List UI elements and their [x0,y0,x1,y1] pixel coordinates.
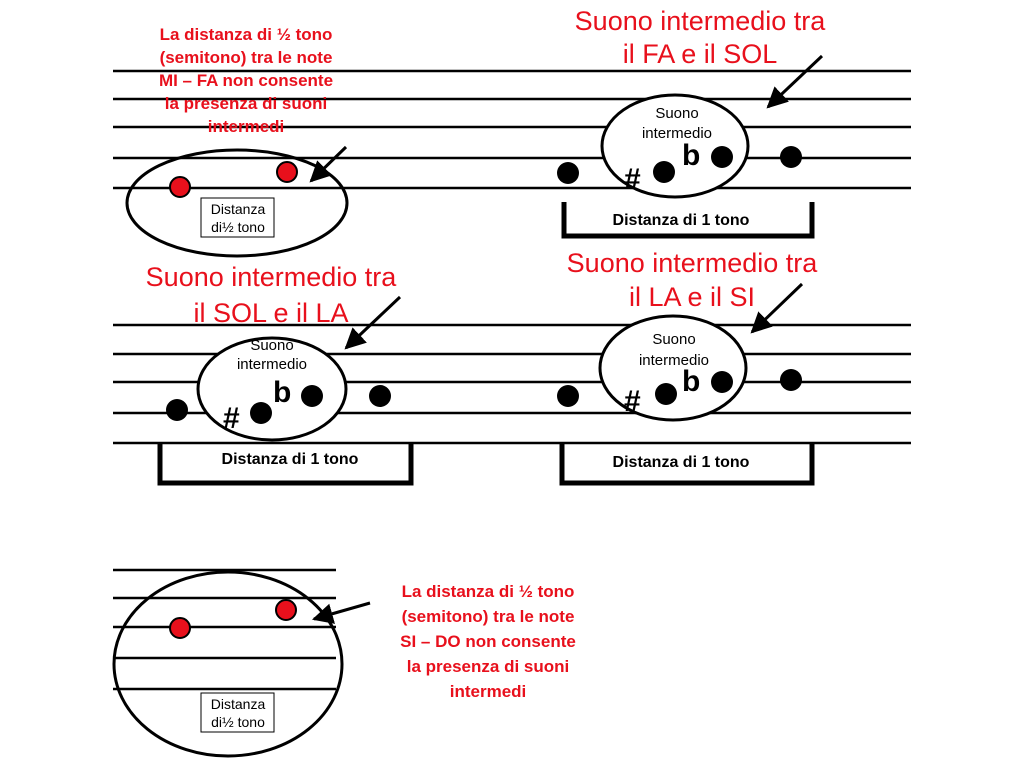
section-title: il SOL e il LA [193,298,348,328]
sharp-symbol: # [624,163,641,196]
section-title: Suono intermedio tra [567,248,819,278]
section-title: Suono intermedio tra [575,6,827,36]
circle-label: intermedio [642,125,712,142]
note-fa [276,161,298,183]
tone-bracket [559,444,815,486]
semitone-note-line: intermedi [208,117,285,136]
circle-label: intermedio [639,352,709,369]
circle-label: intermedio [237,356,307,373]
intermediate-circle [196,336,348,442]
arrow [344,295,402,350]
semitone-note-line: La distanza di ½ tono [402,582,575,601]
note [301,385,323,407]
semitone-note-line: intermedi [450,682,527,701]
distance-box-line: di½ tono [211,714,265,730]
note [369,385,391,407]
section-title: Suono intermedio tra [146,262,398,292]
distance-box [200,692,275,733]
note [780,146,802,168]
semitone-note-line: (semitono) tra le note [160,48,333,67]
section-title: il LA e il SI [629,282,755,312]
tone-bracket [561,202,815,239]
distance-box-line: Distanza [211,696,266,712]
circle-label: Suono [652,331,695,348]
semitone-note-line: MI – FA non consente [159,71,333,90]
flat-symbol: b [682,139,700,172]
note-si [169,617,191,639]
note [711,146,733,168]
sharp-symbol: # [223,402,240,435]
distance-box [200,197,275,238]
semitone-circle [125,148,349,258]
intermediate-circle [600,93,750,199]
sharp-symbol: # [624,385,641,418]
bracket-label: Distanza di 1 tono [613,454,750,471]
note [653,161,675,183]
note [655,383,677,405]
circle-label: Suono [250,337,293,354]
arrow [311,601,371,624]
note-do [275,599,297,621]
note-mi [169,176,191,198]
note [166,399,188,421]
bottom-staff [113,568,336,691]
note [557,385,579,407]
semitone-mi-fa-note: La distanza di ½ tono (semitono) tra le … [159,25,333,136]
semitone-note-line: la presenza di suoni [407,657,570,676]
distance-box-line: Distanza [211,201,266,217]
tone-bracket [157,442,414,486]
arrow [766,54,824,109]
arrow [750,282,804,334]
semitone-si-do-note: La distanza di ½ tono (semitono) tra le … [400,582,576,701]
circle-label: Suono [655,105,698,122]
bracket-label: Distanza di 1 tono [222,451,359,468]
note [557,162,579,184]
semitone-note-line: (semitono) tra le note [402,607,575,626]
note [711,371,733,393]
intermediate-circle [598,314,748,422]
section-title: il FA e il SOL [623,39,778,69]
distance-box-line: di½ tono [211,219,265,235]
note [780,369,802,391]
bracket-label: Distanza di 1 tono [613,212,750,229]
semitone-note-line: SI – DO non consente [400,632,576,651]
semitone-note-line: La distanza di ½ tono [160,25,333,44]
semitone-circle [112,570,344,758]
flat-symbol: b [273,376,291,409]
arrow [309,145,348,183]
flat-symbol: b [682,365,700,398]
note [250,402,272,424]
semitone-note-line: la presenza di suoni [165,94,328,113]
